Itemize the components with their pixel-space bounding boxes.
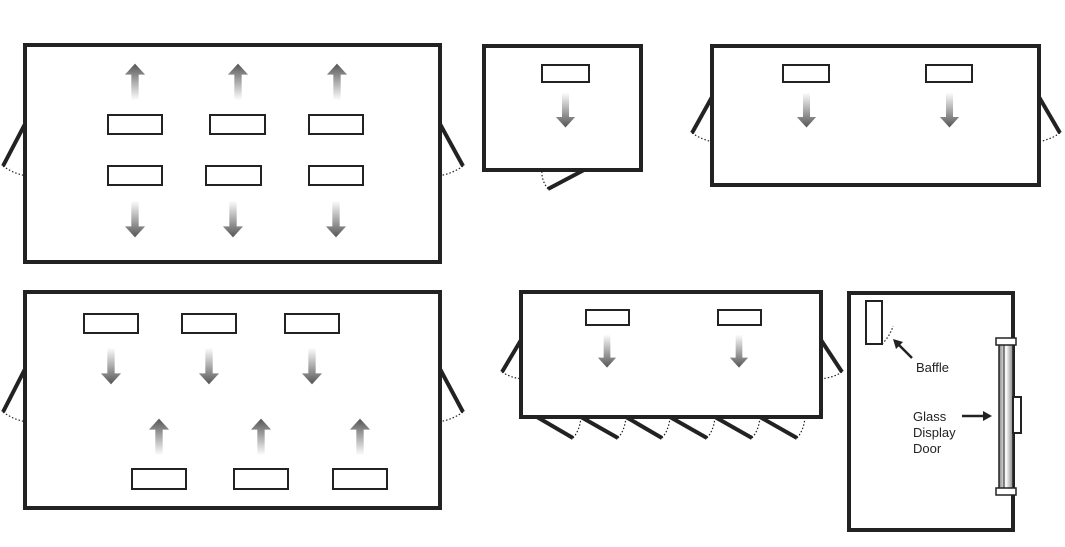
glass-door-leader-arrow-icon <box>983 411 992 421</box>
door-swing <box>617 416 627 439</box>
door-hinge <box>995 337 1017 346</box>
evaporator-unit <box>131 468 187 490</box>
layout-3 <box>690 44 1062 187</box>
door-right <box>819 338 844 374</box>
door-left <box>1 123 27 167</box>
door-swing <box>661 416 671 439</box>
evaporator-unit <box>541 64 590 83</box>
evaporator-unit <box>284 313 340 334</box>
evaporator-unit <box>332 468 388 490</box>
door-right <box>438 123 465 167</box>
evaporator-unit <box>717 309 762 326</box>
cooler-room <box>519 290 823 419</box>
glass-door <box>580 415 619 440</box>
door-swing-left <box>691 132 715 143</box>
door-right <box>1037 95 1062 135</box>
evaporator-unit <box>782 64 830 83</box>
evaporator-unit <box>205 165 262 186</box>
evaporator-unit <box>308 165 364 186</box>
door-hinge <box>995 487 1017 496</box>
evaporator-unit <box>233 468 289 490</box>
cooler-room <box>710 44 1041 187</box>
layout-6: Baffle Glass Display Door <box>847 291 1022 532</box>
glass-door-label-line-3: Door <box>913 441 942 456</box>
glass-door <box>624 415 664 440</box>
door-swing <box>706 416 716 439</box>
door-swing-right <box>818 371 843 380</box>
door-handle <box>1012 396 1022 434</box>
door-swing <box>572 416 582 439</box>
evaporator-unit <box>107 114 163 135</box>
door-swing-right <box>437 165 464 177</box>
door-left <box>500 338 523 374</box>
door-swing-left <box>501 371 524 380</box>
door-swing-bottom <box>541 169 549 190</box>
layout-5 <box>500 290 844 440</box>
door-left <box>1 368 27 413</box>
evaporator-unit <box>107 165 163 186</box>
door-swing <box>751 416 761 439</box>
door-bottom <box>547 168 585 191</box>
evaporator-unit <box>585 309 630 326</box>
evaporator-unit <box>308 114 364 135</box>
door-right <box>438 368 465 413</box>
layout-4 <box>1 290 465 510</box>
door-swing <box>796 416 806 439</box>
evaporator-unit <box>925 64 973 83</box>
evaporator-unit <box>83 313 139 334</box>
door-swing-right <box>437 411 464 423</box>
glass-door <box>535 415 575 440</box>
glass-door <box>759 415 798 440</box>
layout-1 <box>1 43 465 264</box>
baffle-swing <box>881 325 894 345</box>
baffle <box>865 300 883 345</box>
glass-display-door <box>998 342 1014 493</box>
baffle-leader-arrow-icon <box>893 339 903 349</box>
glass-door <box>714 415 753 440</box>
glass-door-label-line-1: Glass <box>913 409 947 424</box>
layout-2 <box>482 44 643 191</box>
glass-door-label-line-2: Display <box>913 425 956 440</box>
baffle-label: Baffle <box>916 360 949 375</box>
door-left <box>690 96 714 134</box>
glass-door <box>669 415 708 440</box>
evaporator-unit <box>209 114 266 135</box>
evaporator-unit <box>181 313 237 334</box>
